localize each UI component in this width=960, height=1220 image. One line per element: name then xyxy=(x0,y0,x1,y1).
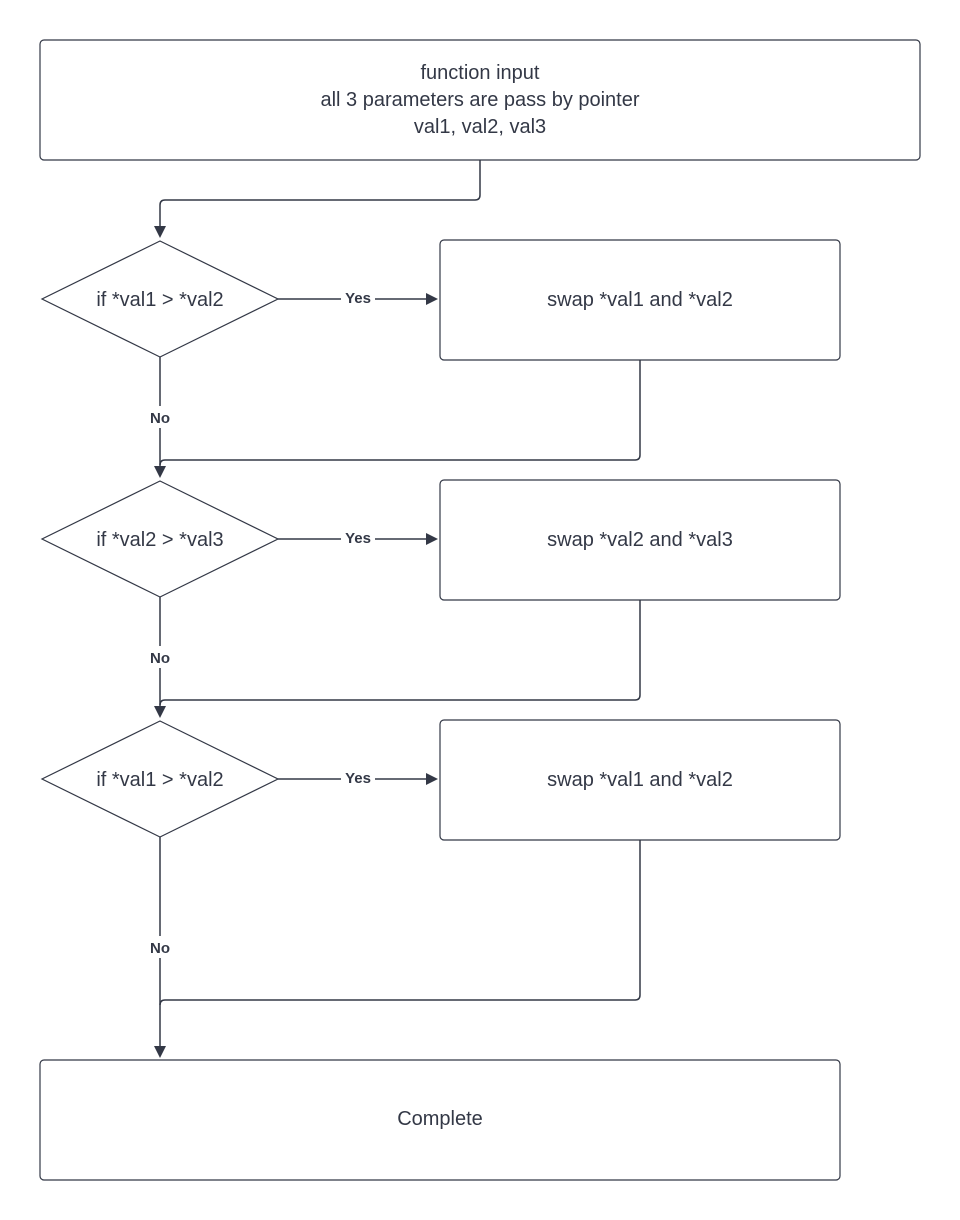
decision-1-no-label: No xyxy=(150,410,170,427)
step-2: if *val2 > *val3 Yes swap *val2 and *val… xyxy=(40,479,841,718)
start-box: function input all 3 parameters are pass… xyxy=(39,39,921,161)
step-1: if *val1 > *val2 Yes swap *val1 and *val… xyxy=(40,239,841,478)
start-box-line-1: function input xyxy=(421,62,540,84)
decision-3-yes-label-bg xyxy=(341,768,375,788)
step-3: if *val1 > *val2 Yes swap *val1 and *val… xyxy=(40,719,841,1058)
start-to-decision-1-connector xyxy=(154,160,481,238)
decision-3-yes-label: Yes xyxy=(345,770,371,787)
action-1-merge-connector xyxy=(159,360,641,466)
decision-3-no-label: No xyxy=(150,940,170,957)
action-3-label: swap *val1 and *val2 xyxy=(547,769,733,791)
end-box: Complete xyxy=(39,1059,841,1181)
start-box-line-2: all 3 parameters are pass by pointer xyxy=(320,89,639,111)
decision-1-label: if *val1 > *val2 xyxy=(96,289,223,311)
action-1-label: swap *val1 and *val2 xyxy=(547,289,733,311)
end-box-label: Complete xyxy=(397,1108,483,1130)
decision-2-no-label: No xyxy=(150,650,170,667)
decision-3-label: if *val1 > *val2 xyxy=(96,769,223,791)
decision-2-yes-label: Yes xyxy=(345,530,371,547)
decision-2-label: if *val2 > *val3 xyxy=(96,529,223,551)
decision-2-yes-label-bg xyxy=(341,528,375,548)
decision-1-yes-label: Yes xyxy=(345,290,371,307)
action-3-merge-connector xyxy=(159,840,641,1006)
action-2-label: swap *val2 and *val3 xyxy=(547,529,733,551)
decision-1-yes-label-bg xyxy=(341,288,375,308)
start-box-line-3: val1, val2, val3 xyxy=(414,116,546,138)
action-2-merge-connector xyxy=(159,600,641,706)
decision-1-no-label-bg xyxy=(146,406,174,428)
decision-3-no-label-bg xyxy=(146,936,174,958)
decision-2-no-label-bg xyxy=(146,646,174,668)
end-box-shape xyxy=(39,1059,841,1181)
